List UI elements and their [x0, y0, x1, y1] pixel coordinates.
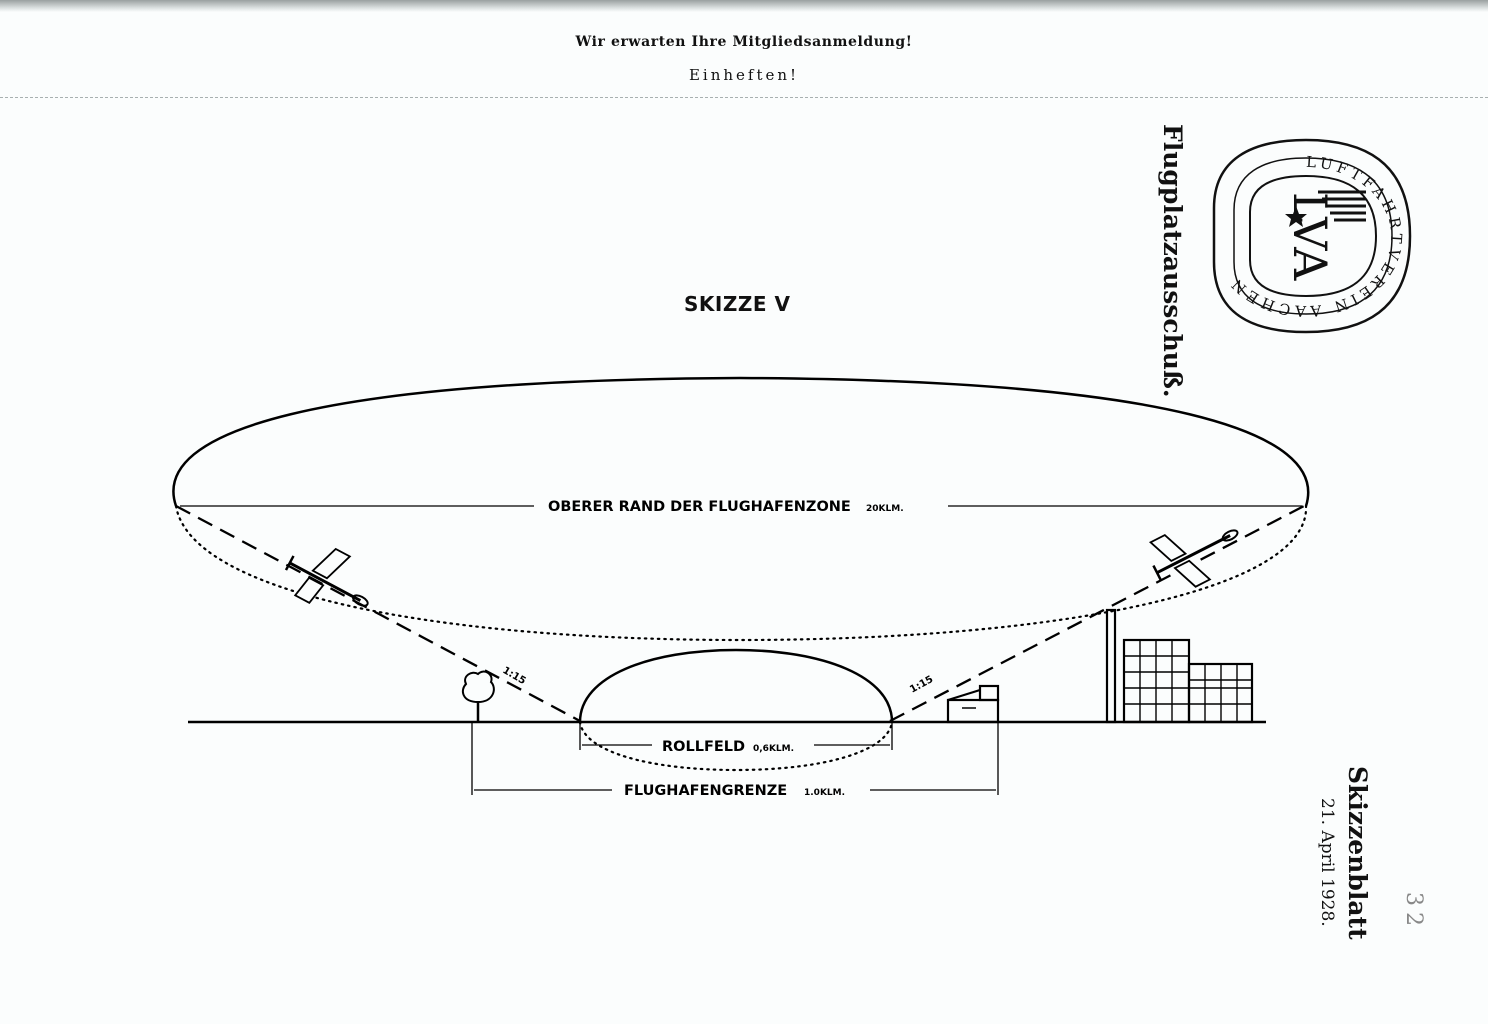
sheet-label: Skizzenblatt [1343, 766, 1372, 940]
boundary-value: 1.0KLM. [804, 788, 845, 798]
runway-value: 0,6KLM. [753, 744, 794, 754]
page-number: 32 [1401, 892, 1426, 932]
zone-label: OBERER RAND DER FLUGHAFENZONE [548, 499, 851, 515]
perforation-line [0, 97, 1488, 98]
binding-notice: Einheften! [688, 66, 800, 84]
airplane-right-icon [1148, 529, 1239, 588]
upper-zone-ellipse [172, 376, 1310, 507]
zone-dotted-curve [174, 504, 1308, 642]
approach-slope-left [175, 504, 581, 723]
tree-icon [461, 670, 495, 722]
runway-lower-arc [578, 720, 894, 772]
house-icon [946, 684, 1000, 724]
boundary-label: FLUGHAFENGRENZE [624, 783, 787, 799]
factory-icon [1105, 608, 1254, 724]
committee-label: Flugplatzausschuß. [1158, 124, 1187, 398]
runway-label: ROLLFELD [662, 739, 745, 755]
seal-star [1285, 206, 1307, 227]
airplane-left-icon [284, 547, 369, 607]
sketch-title: SKIZZE V [684, 292, 791, 316]
sheet-date: 21. April 1928. [1317, 798, 1337, 927]
runway-upper-arc [578, 648, 894, 723]
slope-left-label: 1:15 [501, 665, 528, 687]
membership-notice: Wir erwarten Ihre Mitgliedsanmeldung! [575, 34, 913, 50]
lva-seal-icon: LUFTFAHRTVEREIN AACHEN LVA [1212, 138, 1412, 334]
page-top-edge [0, 0, 1488, 12]
slope-right-label: 1:15 [908, 674, 935, 696]
approach-slope-right [889, 504, 1305, 723]
zone-value: 20KLM. [866, 504, 904, 514]
